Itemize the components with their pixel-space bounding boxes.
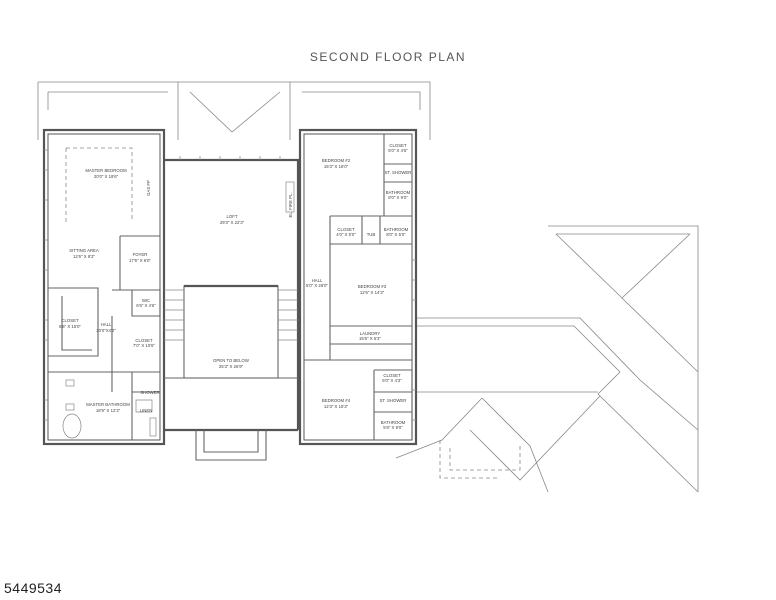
label-laundry: LAUNDRY	[360, 331, 381, 336]
dims-open-to-below: 25'3" X 26'9"	[219, 364, 244, 369]
label-bathroom-bed3: BATHROOM	[384, 227, 409, 232]
label-bedroom-3: BEDROOM #3	[358, 284, 387, 289]
dims-foyer: 17'6" X 6'0"	[129, 258, 151, 263]
dims-closet-bed3: 4'0" X 5'0"	[336, 232, 356, 237]
center-walls	[164, 158, 300, 461]
dims-bedroom-4: 12'3" X 15'3"	[324, 404, 349, 409]
label-closet-bed4: CLOSET	[383, 373, 401, 378]
dims-laundry: 15'6" X 6'3"	[359, 336, 381, 341]
label-closet-bed2: CLOSET	[389, 143, 407, 148]
dims-bedroom-3: 12'6" X 14'3"	[360, 290, 385, 295]
label-bedroom-4: BEDROOM #4	[322, 398, 351, 403]
label-master-bedroom: MASTER BEDROOM	[85, 168, 127, 173]
roof-outlines	[37, 81, 699, 493]
label-closet-left: CLOSET	[61, 318, 79, 323]
label-bathroom-bed2: BATHROOM	[386, 190, 411, 195]
dims-wic: 6'6" X 4'6"	[136, 303, 156, 308]
dims-closet-bed4: 5'0" X 4'3"	[382, 378, 402, 383]
label-wic: WIC	[142, 298, 150, 303]
room-labels: MASTER BEDROOM 20'0" X 19'6" SITTING ARE…	[59, 143, 411, 430]
plan-title: SECOND FLOOR PLAN	[309, 50, 467, 64]
label-foyer: FOYER	[133, 252, 148, 257]
label-electric-fireplace: EL. FIRE PL.	[288, 192, 293, 217]
dims-loft: 29'3" X 22'3"	[220, 220, 245, 225]
dims-closet-bed2: 5'0" X 4'6"	[388, 148, 408, 153]
label-shower-master: SHOWER	[140, 390, 159, 395]
label-sitting-area: SITTING AREA	[69, 248, 99, 253]
dims-master-bathroom: 18'9" X 12'3"	[96, 408, 121, 413]
label-tub: TUB	[367, 232, 376, 237]
dims-closet-left: 6'6" X 15'0"	[59, 324, 81, 329]
dims-bathroom-bed3: 8'0" X 5'0"	[386, 232, 406, 237]
dims-master-bedroom: 20'0" X 19'6"	[94, 174, 119, 179]
label-master-bathroom: MASTER BATHROOM	[86, 402, 130, 407]
label-gas-fireplace: GAS FP	[146, 180, 151, 196]
dims-hall-left: 30'0"X4'0"	[96, 328, 116, 333]
dims-sitting-area: 12'6" X 9'3"	[73, 254, 95, 259]
label-linen: LINEN	[140, 408, 153, 413]
label-closet-center: CLOSET	[135, 338, 153, 343]
label-st-shower-bed2: ST. SHOWER	[385, 170, 412, 175]
label-open-to-below: OPEN TO BELOW	[213, 358, 250, 363]
label-bedroom-2: BEDROOM #2	[322, 158, 351, 163]
dims-bathroom-bed2: 8'0" X 9'0"	[388, 195, 408, 200]
label-bathroom-bed4: BATHROOM	[381, 420, 406, 425]
left-wing-walls	[42, 128, 166, 446]
listing-id: 5449534	[4, 580, 63, 596]
label-closet-bed3: CLOSET	[337, 227, 355, 232]
label-loft: LOFT	[227, 214, 238, 219]
right-wing-walls	[298, 128, 418, 446]
window-ticks	[44, 149, 416, 421]
dims-bathroom-bed4: 5'6" X 9'0"	[383, 425, 403, 430]
label-st-shower-bed4: ST. SHOWER	[380, 398, 407, 403]
label-hall-left: HALL	[101, 322, 112, 327]
dims-bedroom-2: 15'3" X 16'0"	[324, 164, 349, 169]
label-hall-right: HALL	[312, 278, 323, 283]
dims-hall-right: 5'0" X 26'0"	[306, 283, 328, 288]
dims-closet-center: 7'0" X 10'6"	[133, 343, 155, 348]
